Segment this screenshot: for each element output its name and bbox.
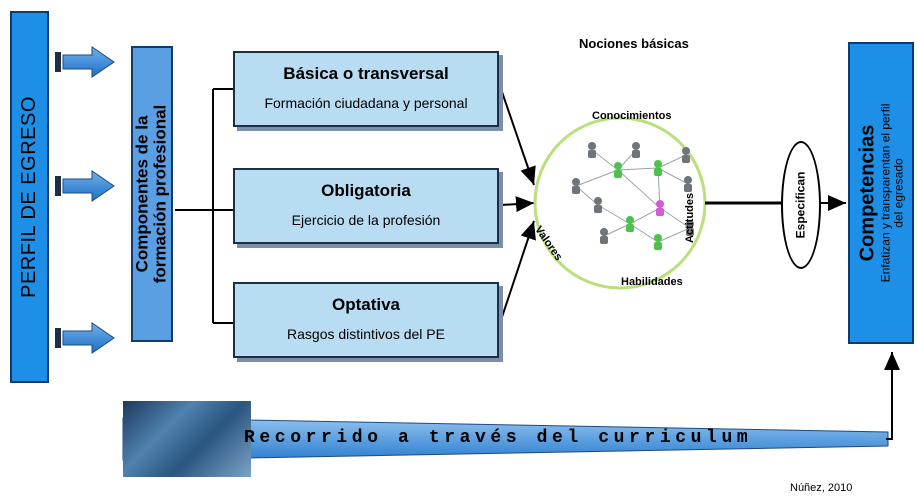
recorrido-label: Recorrido a través del curriculum <box>244 428 753 448</box>
arrow-perfil-3 <box>55 322 115 354</box>
category-title: Obligatoria <box>321 181 411 200</box>
componentes-box: Componentes de la formación profesional <box>131 46 173 342</box>
competencias-label: Competencias Enfatizan y transparentan e… <box>856 103 905 283</box>
category-subtitle: Ejercicio de la profesión <box>291 212 441 228</box>
nociones-title: Nociones básicas <box>579 36 689 51</box>
competencias-box: Competencias Enfatizan y transparentan e… <box>848 42 914 344</box>
category-title: Básica o transversal <box>283 64 449 83</box>
converging-arrows <box>500 88 536 321</box>
componentes-line1: Componentes de la <box>132 115 152 273</box>
label-actitudes: Actitudes <box>684 192 696 243</box>
curriculum-photo <box>123 401 251 477</box>
category-obligatoria: Obligatoria Ejercicio de la profesión <box>233 168 499 244</box>
competencias-line1: Enfatizan y transparentan el perfil <box>877 103 892 283</box>
componentes-label: Componentes de la formación profesional <box>132 104 171 284</box>
category-optativa: Optativa Rasgos distintivos del PE <box>233 282 499 358</box>
label-conocimientos: Conocimientos <box>592 110 672 122</box>
category-subtitle: Formación ciudadana y personal <box>264 95 468 111</box>
competencias-title: Competencias <box>856 124 879 262</box>
arrow-perfil-1 <box>55 46 115 78</box>
line-to-competencias <box>884 352 900 440</box>
perfil-egreso-label: PERFIL DE EGRESO <box>17 96 40 298</box>
category-basica: Básica o transversal Formación ciudadana… <box>233 51 499 127</box>
label-habilidades: Habilidades <box>621 276 683 288</box>
componentes-line2: formación profesional <box>151 104 170 284</box>
bracket-componentes <box>175 88 233 324</box>
category-title: Optativa <box>331 295 401 314</box>
competencias-line2: del egresado <box>890 158 905 228</box>
perfil-egreso-box: PERFIL DE EGRESO <box>10 11 49 383</box>
especifican-ellipse: Especifican <box>781 141 821 269</box>
arrow-perfil-2 <box>55 170 115 202</box>
network-icon <box>572 142 694 250</box>
category-subtitle: Rasgos distintivos del PE <box>287 326 445 342</box>
citation: Núñez, 2010 <box>790 482 853 494</box>
especifican-label: Especifican <box>793 171 808 239</box>
nociones-circle <box>533 116 707 290</box>
